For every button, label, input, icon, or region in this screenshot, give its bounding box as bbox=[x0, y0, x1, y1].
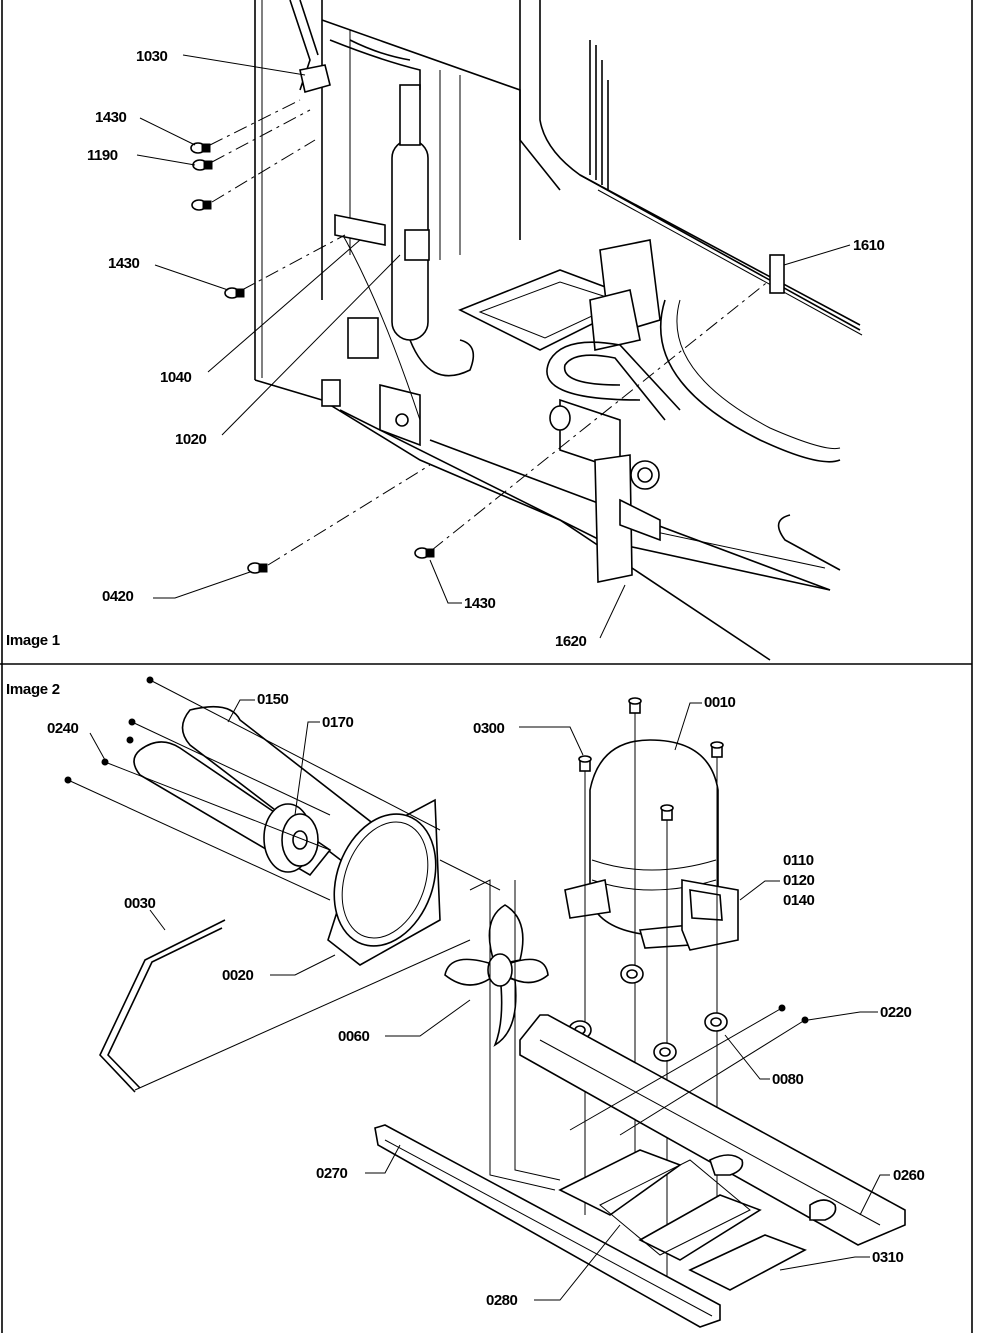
panel1-caption: Image 1 bbox=[6, 632, 60, 649]
panel1-drawing bbox=[190, 0, 863, 661]
callout-1620: 1620 bbox=[555, 633, 587, 650]
bolt-icon bbox=[628, 697, 642, 714]
callout-0060: 0060 bbox=[338, 1028, 370, 1045]
grommet-0080-icon bbox=[704, 1012, 728, 1032]
grommet-icon bbox=[620, 964, 644, 984]
panel2-drawing bbox=[64, 676, 906, 1328]
callout-1430-top: 1430 bbox=[95, 109, 127, 126]
callout-0020: 0020 bbox=[222, 967, 254, 984]
callout-1030: 1030 bbox=[136, 48, 168, 65]
callout-1040: 1040 bbox=[160, 369, 192, 386]
callout-1020: 1020 bbox=[175, 431, 207, 448]
callout-0280: 0280 bbox=[486, 1292, 518, 1309]
screw-1430-top-icon bbox=[190, 142, 211, 154]
screw-1190-icon bbox=[192, 159, 213, 171]
screw-icon bbox=[191, 199, 212, 211]
panel1-labels: 1030 1430 1190 1430 1040 1020 1610 0420 … bbox=[6, 48, 885, 650]
panel2-caption: Image 2 bbox=[6, 681, 60, 698]
screw-0420-icon bbox=[247, 562, 268, 574]
panel2-labels: Image 2 0150 0170 0240 0300 0010 0110 01… bbox=[6, 681, 925, 1309]
screw-1430-mid-icon bbox=[224, 287, 245, 299]
callout-0270: 0270 bbox=[316, 1165, 348, 1182]
bolt-icon bbox=[710, 741, 724, 758]
callout-1430-bottom: 1430 bbox=[464, 595, 496, 612]
bolt-0300-icon bbox=[578, 755, 592, 772]
screw-1430-bottom-icon bbox=[414, 547, 435, 559]
callout-0260: 0260 bbox=[893, 1167, 925, 1184]
callout-1190: 1190 bbox=[87, 147, 118, 164]
callout-0120: 0120 bbox=[783, 872, 815, 889]
callout-0010: 0010 bbox=[704, 694, 736, 711]
callout-0030: 0030 bbox=[124, 895, 156, 912]
callout-0140: 0140 bbox=[783, 892, 815, 909]
grommet-icon bbox=[653, 1042, 677, 1062]
callout-1610: 1610 bbox=[853, 237, 885, 254]
callout-0080: 0080 bbox=[772, 1071, 804, 1088]
callout-0310: 0310 bbox=[872, 1249, 904, 1266]
callout-1430-middle: 1430 bbox=[108, 255, 140, 272]
callout-0300: 0300 bbox=[473, 720, 505, 737]
bolt-icon bbox=[660, 804, 674, 821]
callout-0110: 0110 bbox=[783, 852, 814, 869]
callout-0150: 0150 bbox=[257, 691, 289, 708]
callout-0170: 0170 bbox=[322, 714, 354, 731]
panel1-leaders bbox=[136, 54, 851, 639]
callout-0420: 0420 bbox=[102, 588, 134, 605]
callout-0240: 0240 bbox=[47, 720, 79, 737]
panel2-leaders bbox=[89, 699, 890, 1301]
callout-0220: 0220 bbox=[880, 1004, 912, 1021]
